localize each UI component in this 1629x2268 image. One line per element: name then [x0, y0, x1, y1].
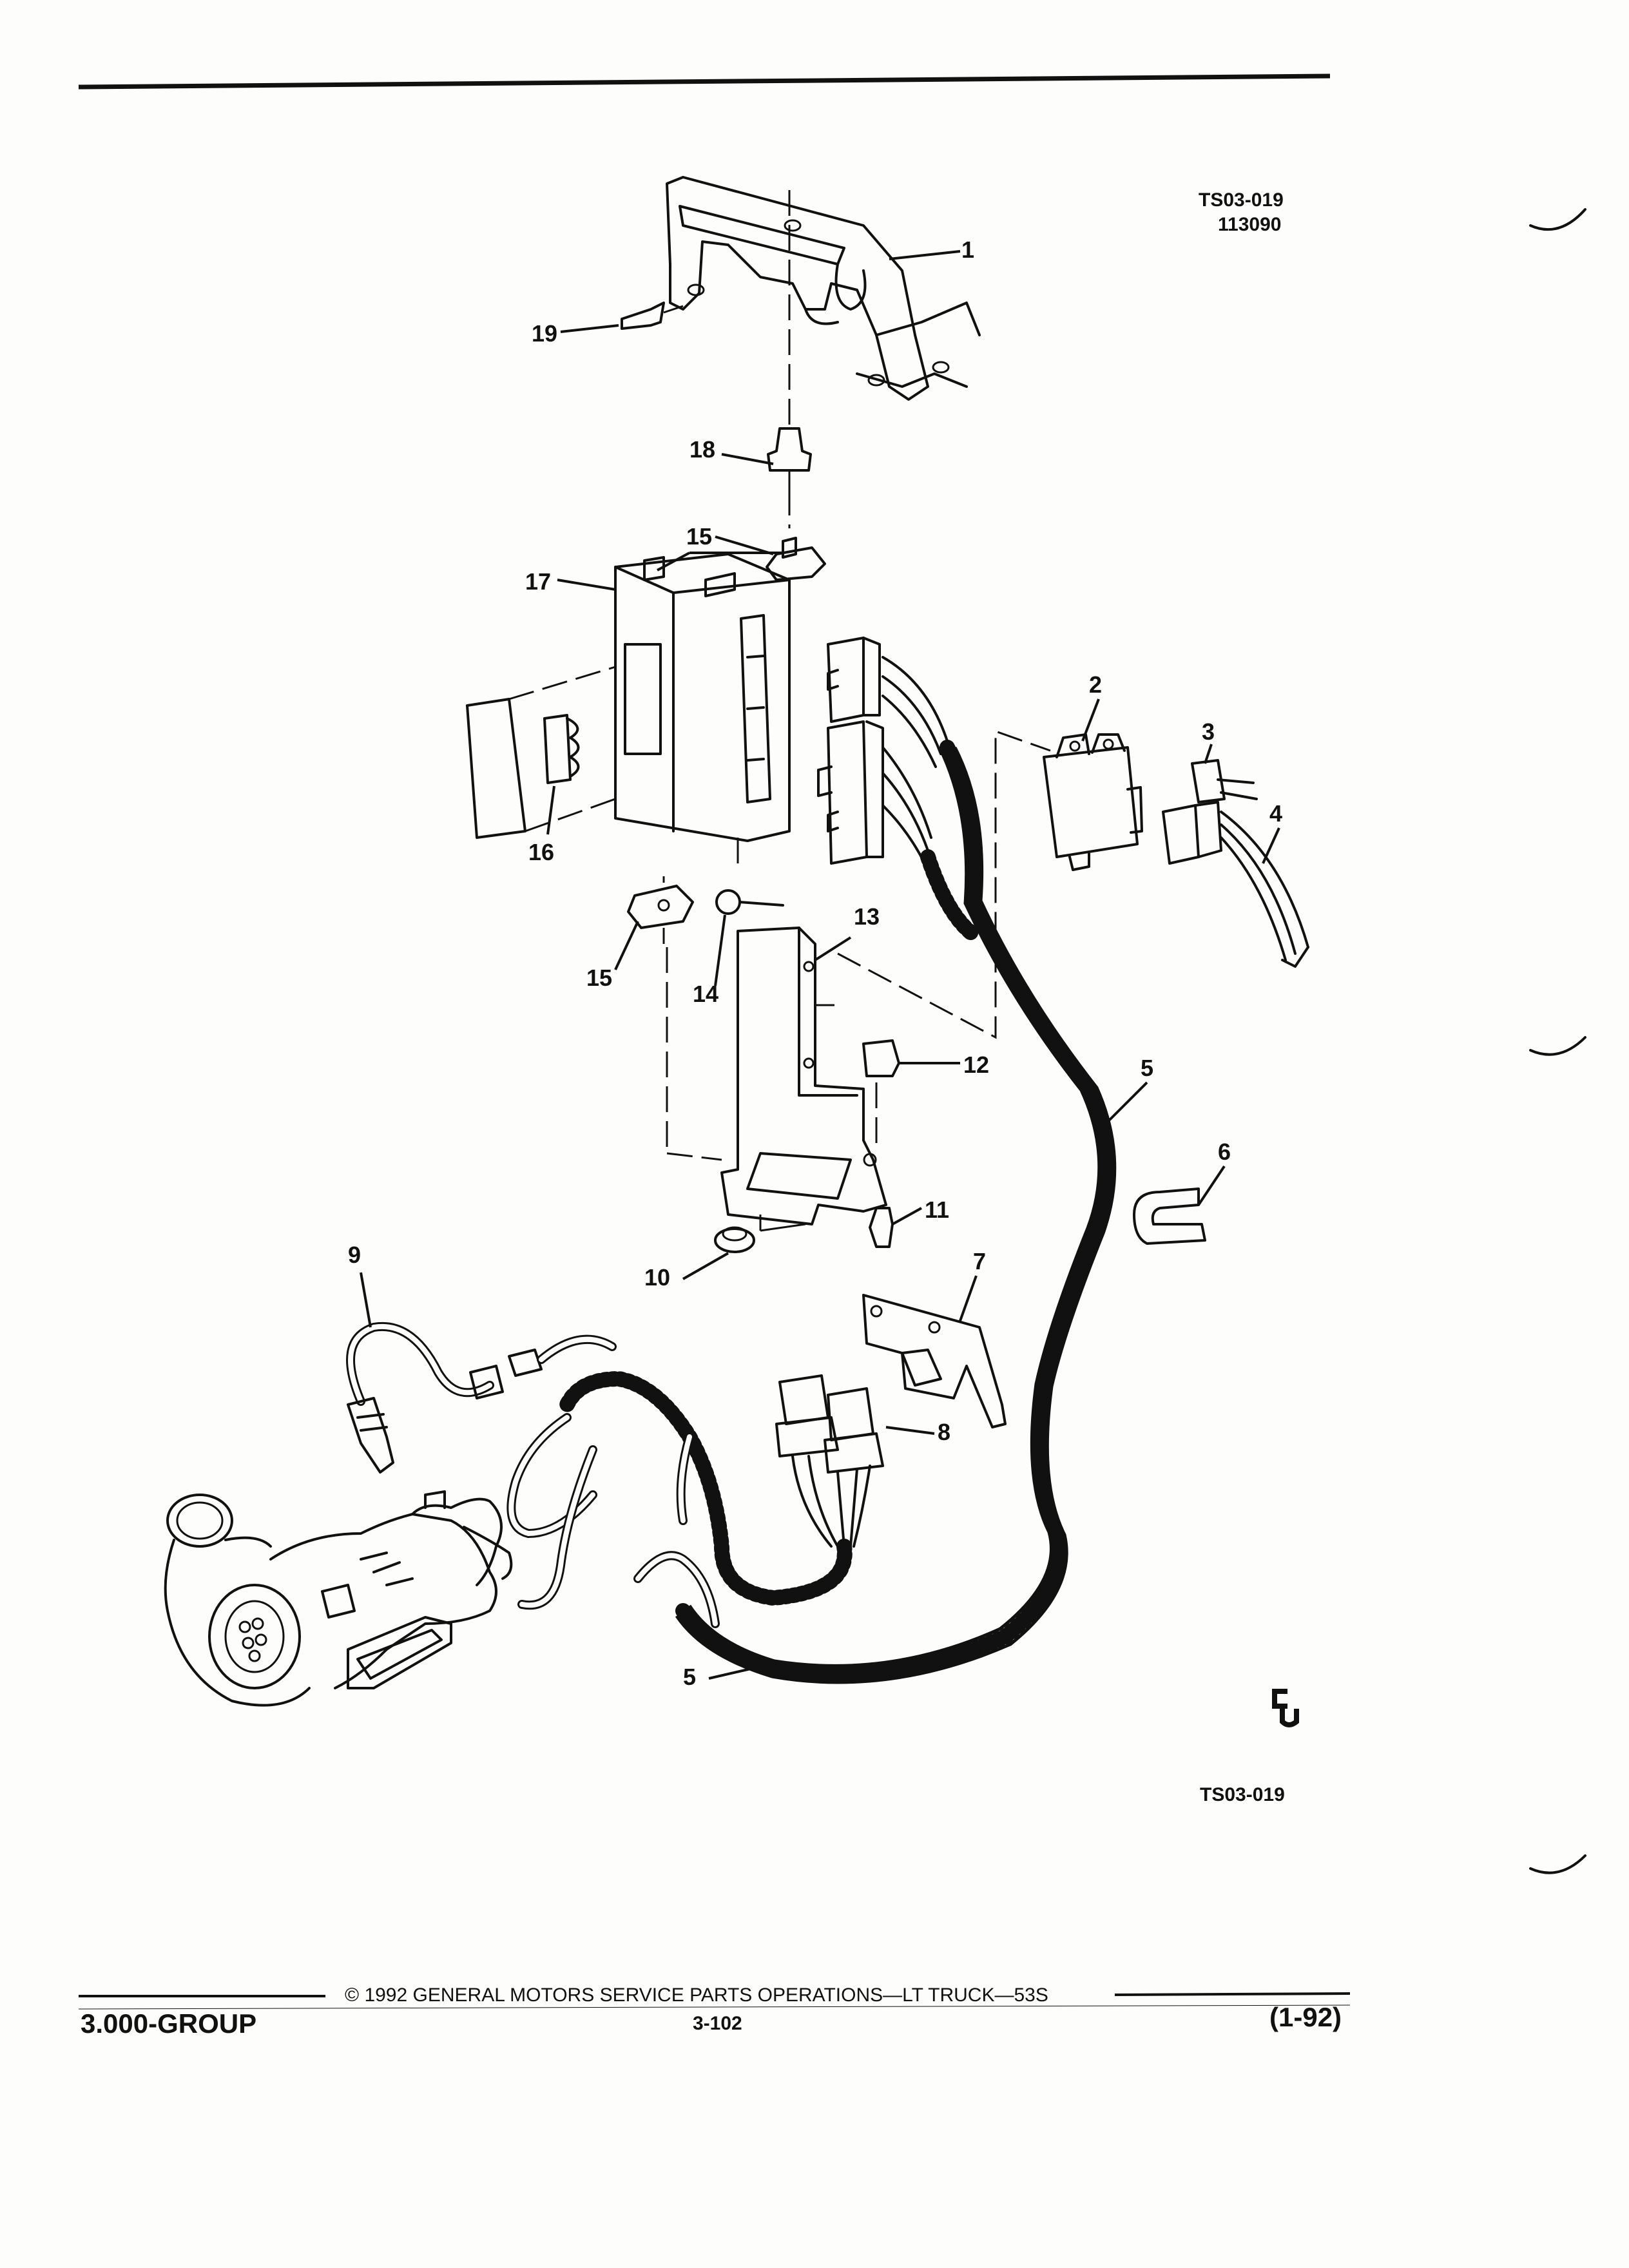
callout-14: 14 — [693, 981, 718, 1007]
wire-bundle-part-4 — [1220, 811, 1309, 968]
callout-16: 16 — [528, 839, 554, 865]
callout-9: 9 — [348, 1242, 361, 1268]
callout-2: 2 — [1089, 671, 1102, 698]
callout-5-upper: 5 — [1141, 1055, 1153, 1081]
callout-19: 19 — [532, 320, 557, 347]
control-module-part-17 — [614, 553, 791, 863]
callout-10: 10 — [644, 1264, 670, 1291]
group-label: 3.000-GROUP — [81, 2008, 256, 2039]
screw-part-19 — [621, 302, 684, 330]
figure-code-bottom: TS03-019 — [1200, 1784, 1285, 1805]
stud-part-18 — [767, 427, 812, 490]
clip-part-6 — [1133, 1187, 1206, 1245]
callout-labels: 1 19 18 15 17 16 2 3 4 13 14 15 12 5 6 1… — [348, 236, 1282, 1690]
callout-15-lower: 15 — [586, 965, 612, 991]
callout-15-top: 15 — [686, 523, 712, 550]
bracket-part-1 — [666, 176, 981, 401]
callout-13: 13 — [854, 903, 880, 930]
callout-5-lower: 5 — [683, 1664, 696, 1690]
callout-7: 7 — [973, 1248, 986, 1274]
callout-12: 12 — [963, 1052, 989, 1078]
callout-4: 4 — [1269, 800, 1282, 827]
grommet-part-10 — [714, 1226, 755, 1253]
mounting-plate-part-13 — [720, 927, 887, 1225]
binding-mark — [1529, 1036, 1586, 1056]
clip-part-12 — [862, 1039, 900, 1077]
leader-lines — [360, 250, 1280, 1680]
callout-18: 18 — [689, 436, 715, 463]
callout-11: 11 — [925, 1196, 949, 1223]
figure-code: TS03-019 — [1199, 189, 1284, 211]
gasket-part-16 — [466, 698, 580, 839]
callout-1: 1 — [961, 236, 974, 263]
page-number: 3-102 — [693, 2013, 742, 2034]
relay-part-2 — [1043, 733, 1143, 871]
binding-mark — [1529, 208, 1586, 231]
oxygen-sensor-part-9 — [346, 1321, 617, 1474]
callout-8: 8 — [938, 1419, 950, 1445]
callout-6: 6 — [1218, 1139, 1231, 1165]
bracket-part-7 — [862, 1294, 1007, 1428]
footer: © 1992 GENERAL MOTORS SERVICE PARTS OPER… — [78, 1984, 1351, 2039]
copyright-line: © 1992 GENERAL MOTORS SERVICE PARTS OPER… — [345, 1984, 1048, 2006]
top-rule — [78, 73, 1331, 90]
connector-part-8 — [775, 1374, 884, 1548]
harness-connectors-upper — [817, 637, 884, 865]
cu-logo — [1272, 1689, 1299, 1727]
revision-date: (1-92) — [1269, 2002, 1342, 2032]
figure-number: 113090 — [1218, 214, 1281, 235]
callout-17: 17 — [525, 568, 551, 595]
bolt-part-14 — [715, 889, 784, 915]
callout-3: 3 — [1202, 718, 1215, 745]
turbo-assembly — [164, 1490, 513, 1707]
main-conduit-part-5 — [675, 740, 1117, 1684]
harness-wires — [882, 656, 949, 865]
connector-part-3 — [1162, 759, 1258, 865]
grommet-part-15-lower — [627, 885, 694, 944]
screw-part-11 — [869, 1207, 894, 1248]
binding-mark — [1529, 1854, 1586, 1874]
